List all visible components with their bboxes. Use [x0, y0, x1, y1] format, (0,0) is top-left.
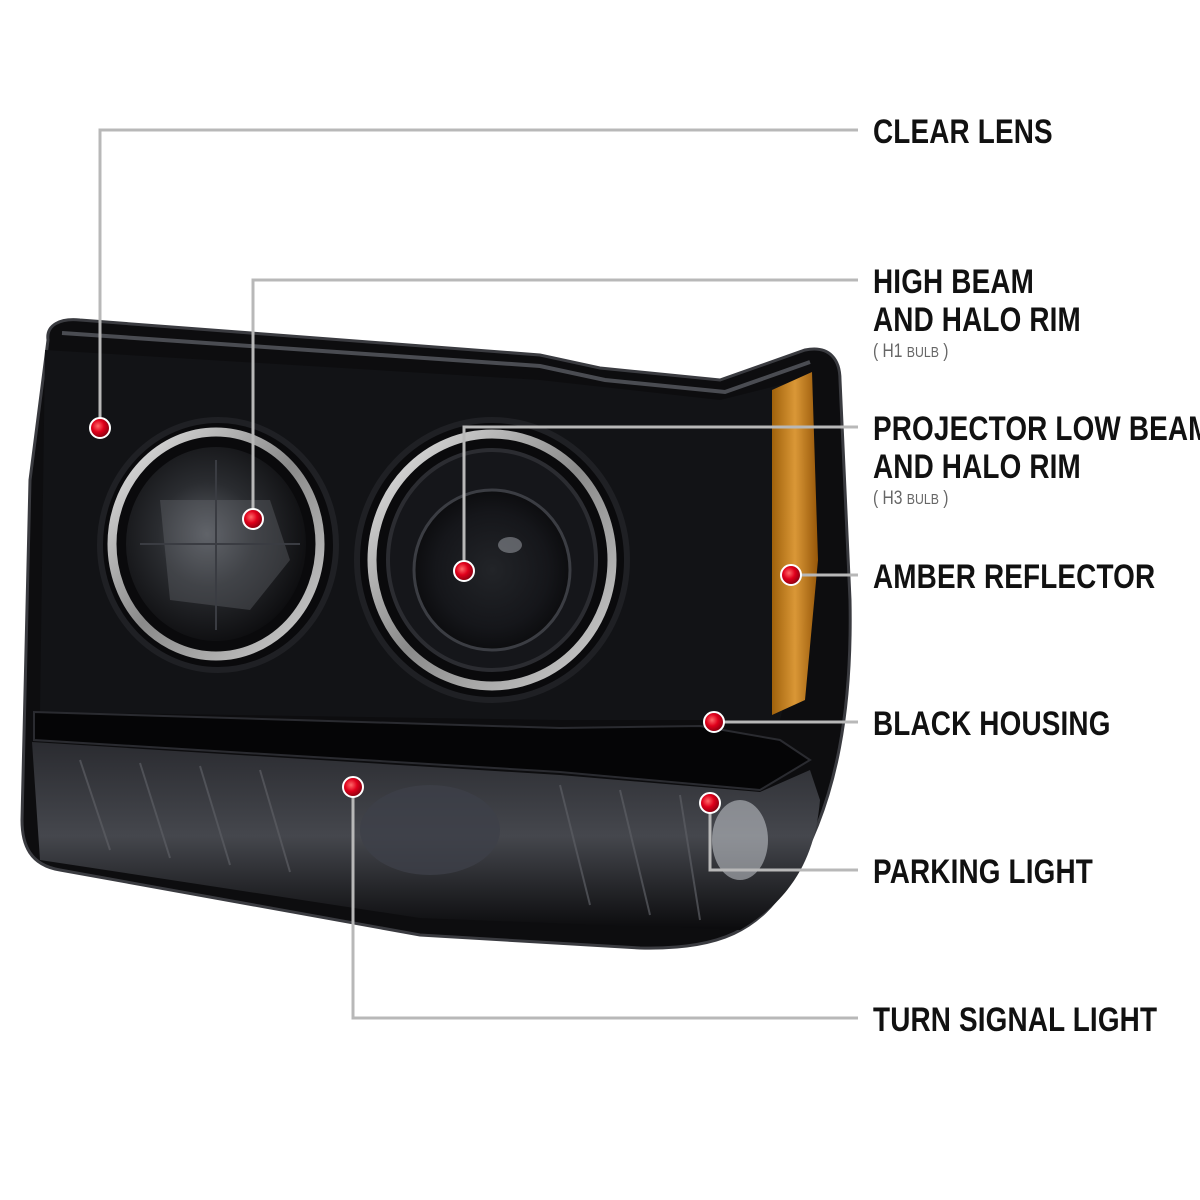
- markers: [89, 417, 802, 814]
- leader-high-beam: [251, 278, 858, 519]
- marker-amber: [780, 564, 802, 586]
- leader-turn: [351, 787, 858, 1020]
- label-projector-bulb: ( H3 BULB ): [873, 488, 949, 509]
- marker-projector: [453, 560, 475, 582]
- leader-clear-lens: [98, 128, 858, 428]
- callout-projector: PROJECTOR LOW BEAM AND HALO RIM ( H3 BUL…: [873, 410, 1200, 513]
- label-parking: PARKING LIGHT: [873, 853, 1094, 891]
- label-clear-lens: CLEAR LENS: [873, 113, 1053, 151]
- turn-signal-bulb-glare: [360, 785, 500, 875]
- leader-lines: [98, 128, 858, 1020]
- marker-clear-lens: [89, 417, 111, 439]
- leader-parking: [708, 803, 858, 872]
- parking-bulb-glare: [712, 800, 768, 880]
- label-high-beam-bulb: ( H1 BULB ): [873, 341, 949, 362]
- lower-reflector-ribs: [79, 759, 701, 921]
- marker-high-beam: [242, 508, 264, 530]
- callout-clear-lens: CLEAR LENS: [873, 113, 1053, 151]
- high-beam-unit: [97, 417, 339, 673]
- label-projector-line1: PROJECTOR LOW BEAM: [873, 410, 1200, 448]
- amber-reflector-strip: [772, 372, 818, 715]
- callout-turn: TURN SIGNAL LIGHT: [873, 1001, 1157, 1039]
- label-high-beam-line1: HIGH BEAM: [873, 263, 1035, 301]
- callout-amber: AMBER REFLECTOR: [873, 558, 1155, 596]
- low-beam-unit: [354, 417, 630, 703]
- label-high-beam-line2: AND HALO RIM: [873, 301, 1081, 339]
- callout-housing: BLACK HOUSING: [873, 705, 1111, 743]
- top-rim-highlight: [61, 331, 811, 395]
- label-amber: AMBER REFLECTOR: [873, 558, 1156, 596]
- leader-projector: [462, 425, 858, 571]
- callout-parking: PARKING LIGHT: [873, 853, 1093, 891]
- housing-divider: [33, 710, 812, 792]
- label-projector-line2: AND HALO RIM: [873, 448, 1081, 486]
- headlight-assembly: [20, 318, 852, 950]
- label-housing: BLACK HOUSING: [873, 705, 1111, 743]
- marker-parking: [699, 792, 721, 814]
- marker-housing: [703, 711, 725, 733]
- marker-turn: [342, 776, 364, 798]
- callout-high-beam: HIGH BEAM AND HALO RIM ( H1 BULB ): [873, 263, 1081, 366]
- label-turn: TURN SIGNAL LIGHT: [873, 1001, 1158, 1039]
